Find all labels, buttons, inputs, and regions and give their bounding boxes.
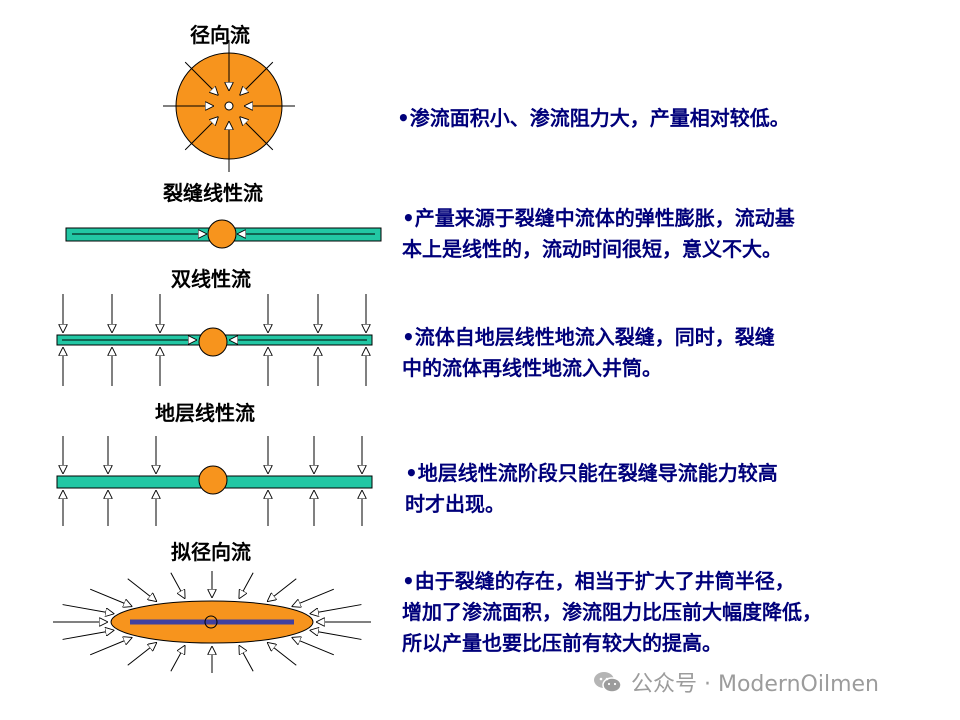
flow-arrow bbox=[292, 588, 334, 606]
wellbore-dot bbox=[204, 615, 218, 629]
section-title-bilinear-flow: 双线性流 bbox=[171, 267, 251, 291]
description-line: •产量来源于裂缝中流体的弹性膨胀，流动基 bbox=[402, 206, 795, 230]
flow-arrow bbox=[267, 578, 297, 602]
description-line: •由于裂缝的存在，相当于扩大了井筒半径， bbox=[402, 569, 795, 593]
radial-flow-figure bbox=[163, 40, 295, 172]
flow-arrow bbox=[170, 572, 185, 599]
flow-arrow bbox=[240, 61, 274, 95]
wechat-icon bbox=[594, 672, 622, 693]
description-radial-flow: •渗流面积小、渗流阻力大，产量相对较低。 bbox=[397, 103, 790, 134]
watermark-text: 公众号 · ModernOilmen bbox=[631, 672, 879, 697]
description-line: 增加了渗流面积，渗流阻力比压前大幅度降低， bbox=[402, 600, 822, 624]
flow-arrow bbox=[310, 630, 362, 640]
flow-arrow bbox=[127, 642, 157, 666]
bilinear-flow-figure bbox=[56, 294, 373, 386]
flow-arrow bbox=[62, 630, 115, 640]
formation-linear-flow-figure bbox=[56, 436, 373, 526]
flow-arrow bbox=[292, 637, 334, 656]
description-formation-linear-flow: •地层线性流阶段只能在裂缝导流能力较高 时才出现。 bbox=[405, 458, 778, 520]
wellbore-dot bbox=[224, 101, 234, 111]
description-line: •渗流面积小、渗流阻力大，产量相对较低。 bbox=[397, 106, 790, 130]
flow-arrow bbox=[239, 645, 254, 672]
description-line: 所以产量也要比压前有较大的提高。 bbox=[402, 631, 722, 655]
formation-flow-arrows bbox=[63, 436, 362, 526]
wellbore-circle bbox=[207, 219, 237, 249]
description-line: •流体自地层线性地流入裂缝，同时，裂缝 bbox=[402, 325, 775, 349]
wellbore-circle bbox=[198, 465, 228, 495]
flow-arrow bbox=[90, 637, 132, 656]
description-pseudo-radial-flow: •由于裂缝的存在，相当于扩大了井筒半径， 增加了渗流面积，渗流阻力比压前大幅度降… bbox=[402, 566, 822, 659]
flow-arrow bbox=[127, 578, 157, 602]
radial-flow-arrows bbox=[163, 40, 295, 172]
flow-arrow bbox=[267, 642, 297, 666]
watermark: 公众号 · ModernOilmen bbox=[593, 666, 879, 698]
flow-arrow bbox=[170, 645, 185, 672]
flow-arrow bbox=[239, 572, 254, 599]
section-title-pseudo-radial-flow: 拟径向流 bbox=[171, 540, 251, 564]
flow-arrow bbox=[184, 61, 218, 95]
fracture-linear-flow-figure bbox=[65, 219, 382, 249]
pseudo-radial-flow-arrows bbox=[53, 571, 371, 673]
description-line: 中的流体再线性地流入井筒。 bbox=[402, 356, 662, 380]
pseudo-radial-flow-figure bbox=[53, 571, 371, 673]
description-line: •地层线性流阶段只能在裂缝导流能力较高 bbox=[405, 461, 778, 485]
flow-arrow bbox=[310, 604, 362, 614]
flow-arrow bbox=[184, 117, 218, 151]
wellbore-circle bbox=[198, 327, 228, 357]
section-title-fracture-linear-flow: 裂缝线性流 bbox=[163, 181, 263, 205]
flow-arrow bbox=[62, 604, 115, 614]
description-bilinear-flow: •流体自地层线性地流入裂缝，同时，裂缝 中的流体再线性地流入井筒。 bbox=[402, 322, 775, 384]
section-title-formation-linear-flow: 地层线性流 bbox=[155, 401, 255, 425]
formation-flow-arrows bbox=[63, 294, 366, 386]
description-line: 本上是线性的，流动时间很短，意义不大。 bbox=[402, 237, 782, 261]
description-line: 时才出现。 bbox=[405, 492, 505, 516]
description-fracture-linear-flow: •产量来源于裂缝中流体的弹性膨胀，流动基 本上是线性的，流动时间很短，意义不大。 bbox=[402, 203, 795, 265]
flow-arrow bbox=[240, 117, 274, 151]
flow-arrow bbox=[90, 588, 132, 606]
section-title-radial-flow: 径向流 bbox=[190, 23, 250, 47]
